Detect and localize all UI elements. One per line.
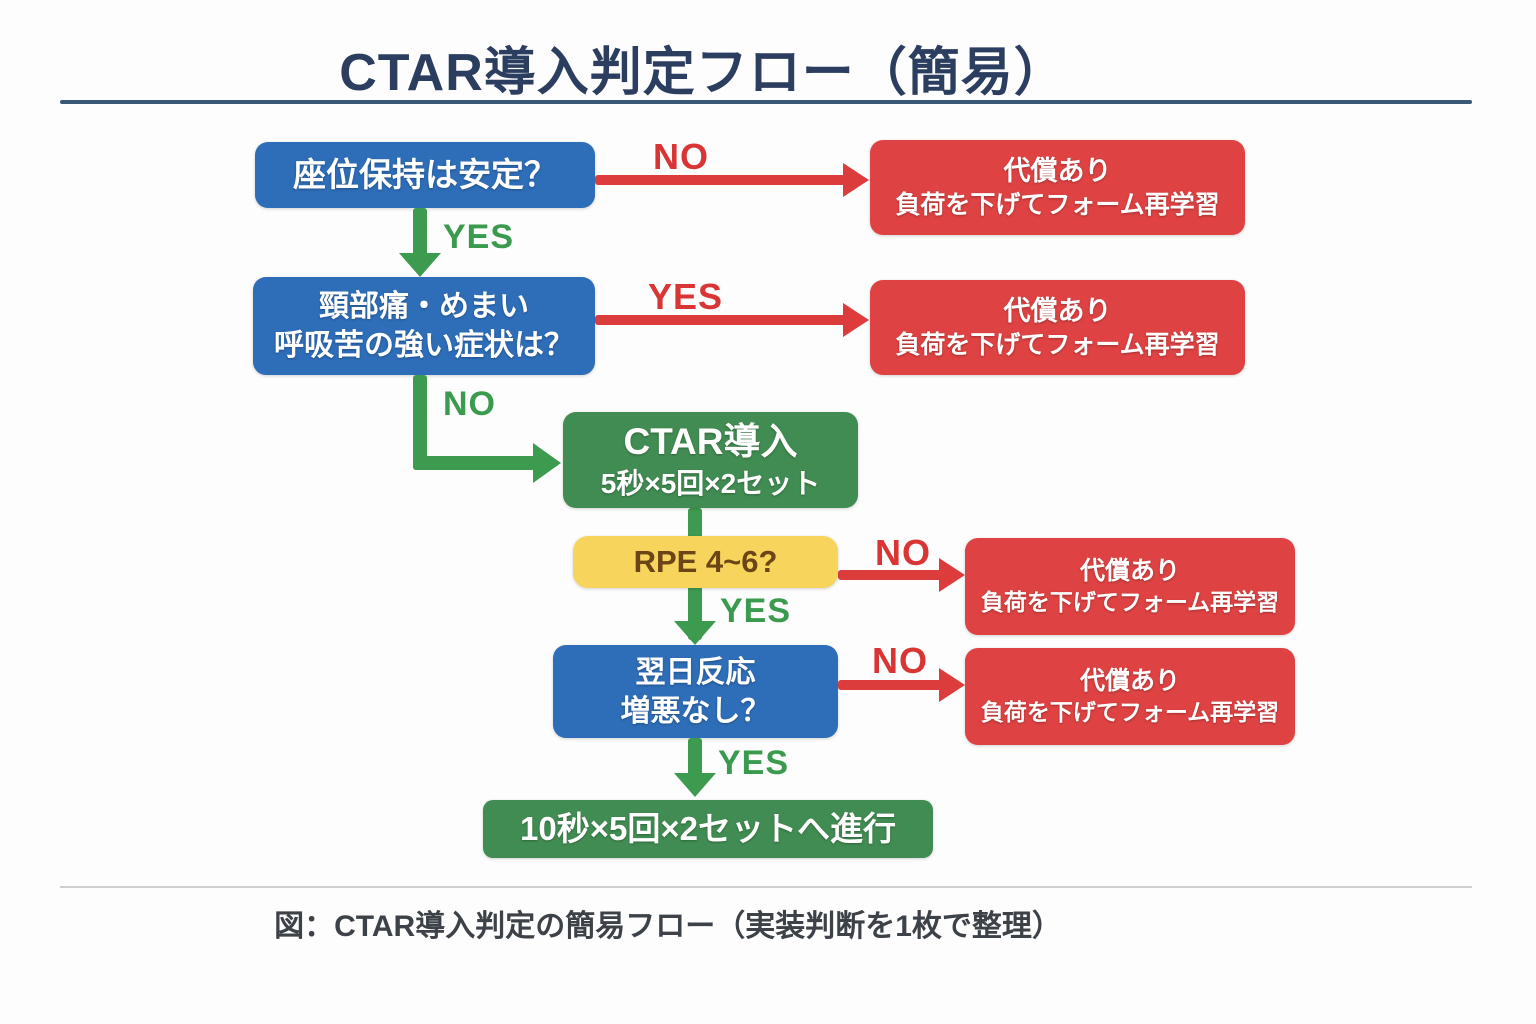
arrow-no-2-head: [533, 443, 561, 483]
outcome-compensation-2: 代償あり 負荷を下げてフォーム再学習: [870, 280, 1245, 375]
decision-symptoms-line2: 呼吸苦の強い症状は？: [274, 329, 574, 362]
arrow-no-4-head: [939, 668, 965, 702]
outcome-compensation-4-line2: 負荷を下げてフォーム再学習: [980, 698, 1280, 725]
arrow-no-1-head: [843, 163, 869, 197]
action-ctar-line1: CTAR導入: [623, 420, 798, 462]
label-no-4: NO: [872, 640, 928, 681]
label-yes-4: YES: [718, 744, 790, 782]
decision-nextday-reaction: 翌日反応 増悪なし？: [553, 645, 838, 738]
arrow-yes-1-head: [399, 253, 441, 277]
decision-nextday-line1: 翌日反応: [635, 655, 756, 689]
outcome-compensation-1-line2: 負荷を下げてフォーム再学習: [895, 190, 1220, 219]
arrow-yes-1: [413, 208, 427, 256]
outcome-compensation-2-line1: 代償あり: [1003, 295, 1112, 326]
outcome-compensation-3: 代償あり 負荷を下げてフォーム再学習: [965, 538, 1295, 635]
arrow-yes-2: [595, 315, 847, 325]
outcome-compensation-3-line1: 代償あり: [1079, 557, 1180, 586]
page-title: CTAR導入判定フロー（簡易）: [339, 44, 1067, 102]
figure-caption: 図：CTAR導入判定の簡易フロー（実装判断を1枚で整理）: [274, 910, 1062, 943]
arrow-yes-2-head: [843, 303, 869, 337]
label-yes-1: YES: [443, 218, 515, 256]
decision-sitting-stability-label: 座位保持は安定？: [293, 155, 557, 193]
arrow-no-2-horizontal: [413, 456, 535, 470]
label-no-3: NO: [875, 532, 931, 573]
arrow-no-3-head: [939, 558, 965, 592]
arrow-no-4: [838, 680, 943, 690]
action-ctar-line2: 5秒×5回×2セット: [600, 467, 821, 499]
outcome-compensation-4: 代償あり 負荷を下げてフォーム再学習: [965, 648, 1295, 745]
outcome-progression: 10秒×5回×2セットへ進行: [483, 800, 933, 858]
decision-rpe: RPE 4~6?: [573, 536, 838, 588]
header-divider: [60, 100, 1472, 104]
decision-nextday-line2: 増悪なし？: [620, 694, 771, 728]
decision-symptoms-line1: 頸部痛・めまい: [319, 290, 529, 323]
arrow-yes-4-head: [674, 773, 716, 797]
outcome-compensation-2-line2: 負荷を下げてフォーム再学習: [895, 330, 1220, 359]
outcome-progression-label: 10秒×5回×2セットへ進行: [520, 809, 896, 847]
outcome-compensation-3-line2: 負荷を下げてフォーム再学習: [980, 588, 1280, 615]
outcome-compensation-1-line1: 代償あり: [1003, 155, 1112, 186]
label-no-2: NO: [443, 385, 496, 423]
decision-rpe-label: RPE 4~6?: [633, 543, 778, 579]
label-yes-3: YES: [720, 592, 792, 630]
arrow-yes-4: [688, 738, 702, 776]
footer-divider: [60, 886, 1472, 888]
outcome-compensation-4-line1: 代償あり: [1079, 667, 1180, 696]
label-yes-2: YES: [648, 276, 724, 317]
arrow-no-2-vertical: [413, 375, 427, 470]
decision-sitting-stability: 座位保持は安定？: [255, 142, 595, 208]
arrow-no-3: [838, 570, 943, 580]
label-no-1: NO: [653, 136, 709, 177]
action-ctar-introduction: CTAR導入 5秒×5回×2セット: [563, 412, 858, 508]
arrow-no-1: [595, 175, 847, 185]
decision-symptoms: 頸部痛・めまい 呼吸苦の強い症状は？: [253, 277, 595, 375]
outcome-compensation-1: 代償あり 負荷を下げてフォーム再学習: [870, 140, 1245, 235]
arrow-ctar-to-nextday-head: [674, 621, 716, 645]
